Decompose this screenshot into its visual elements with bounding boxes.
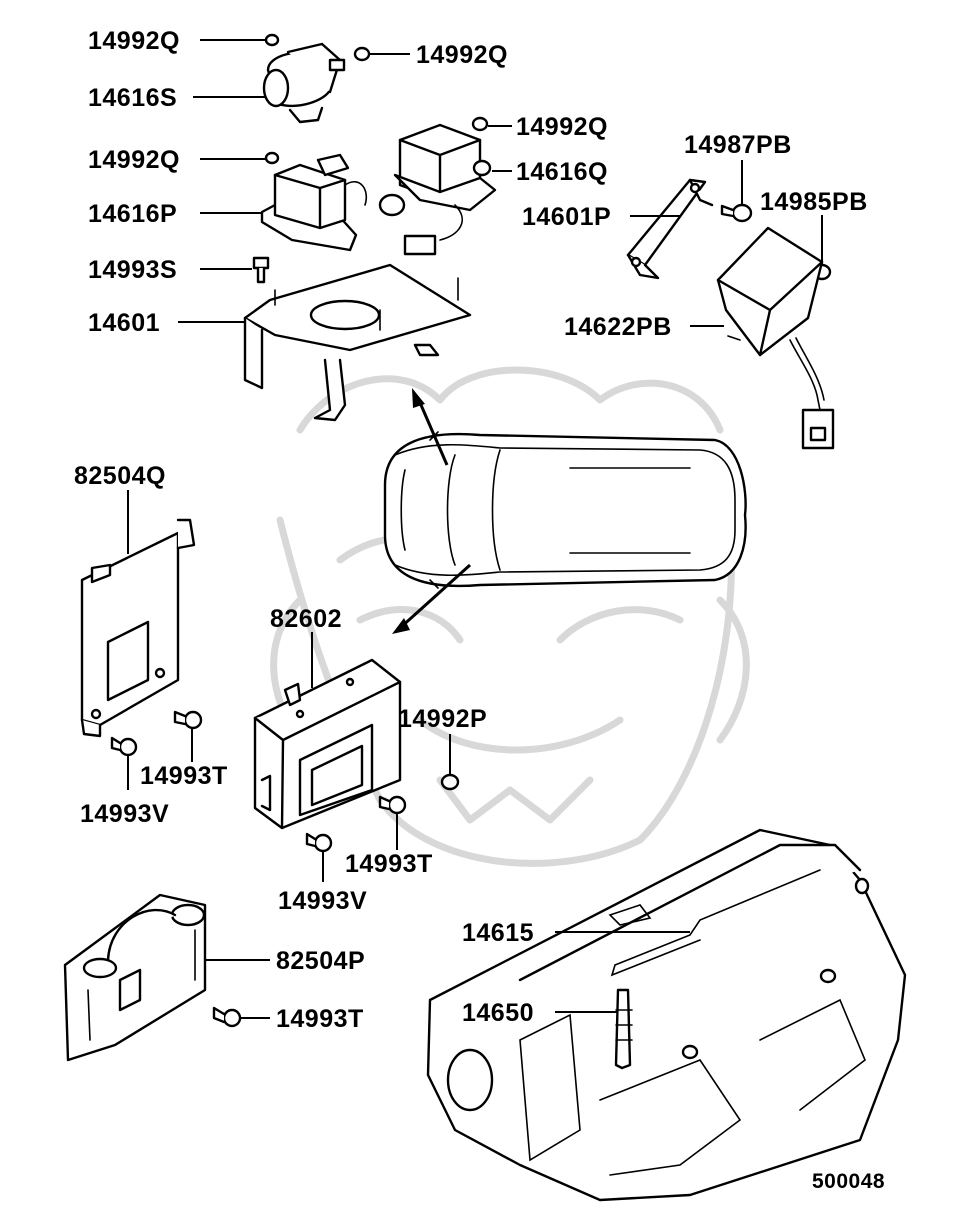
bracket-14601-illustration [243, 263, 472, 422]
location-arrows [392, 388, 472, 634]
relay-14616q-illustration [378, 116, 497, 256]
label-14993t-3: 14993T [276, 1005, 364, 1033]
label-82504p: 82504P [276, 947, 365, 975]
vehicle-outline-illustration [383, 431, 747, 589]
label-14622pb: 14622PB [564, 313, 672, 341]
label-14601: 14601 [88, 309, 160, 337]
bracket-82504q-illustration [80, 518, 196, 738]
label-14985pb: 14985PB [760, 188, 868, 216]
label-82602: 82602 [270, 605, 342, 633]
label-14992q-2: 14992Q [416, 41, 508, 69]
label-14992q-3: 14992Q [516, 113, 608, 141]
label-14993s: 14993S [88, 256, 177, 284]
bolt-14987pb-illustration [720, 203, 832, 281]
label-14992p: 14992P [398, 705, 487, 733]
label-14616q: 14616Q [516, 158, 608, 186]
label-14992q-4: 14992Q [88, 146, 180, 174]
label-14615: 14615 [462, 919, 534, 947]
label-14601p: 14601P [522, 203, 611, 231]
label-14616p: 14616P [88, 200, 177, 228]
ecu-82602-illustration [253, 658, 460, 853]
bracket-14601p-illustration [626, 178, 714, 280]
label-14987pb: 14987PB [684, 131, 792, 159]
relay-14616p-illustration [260, 151, 367, 252]
label-14993t-2: 14993T [345, 850, 433, 878]
relay-14616s-illustration [262, 33, 371, 124]
label-82504q: 82504Q [74, 462, 166, 490]
label-14616s: 14616S [88, 84, 177, 112]
label-14992q-1: 14992Q [88, 27, 180, 55]
engine-illustration [426, 828, 907, 1202]
bracket-82504p-illustration [63, 893, 242, 1062]
label-14993v-1: 14993V [80, 800, 169, 828]
label-14993v-2: 14993V [278, 887, 367, 915]
label-14650: 14650 [462, 999, 534, 1027]
controller-14622pb-illustration [716, 226, 835, 450]
bolt-14993s-illustration [252, 256, 270, 284]
bolts-left-illustration [110, 710, 203, 757]
reference-code: 500048 [812, 1170, 885, 1193]
leader-lines [127, 39, 823, 1019]
label-14993t-1: 14993T [140, 762, 228, 790]
